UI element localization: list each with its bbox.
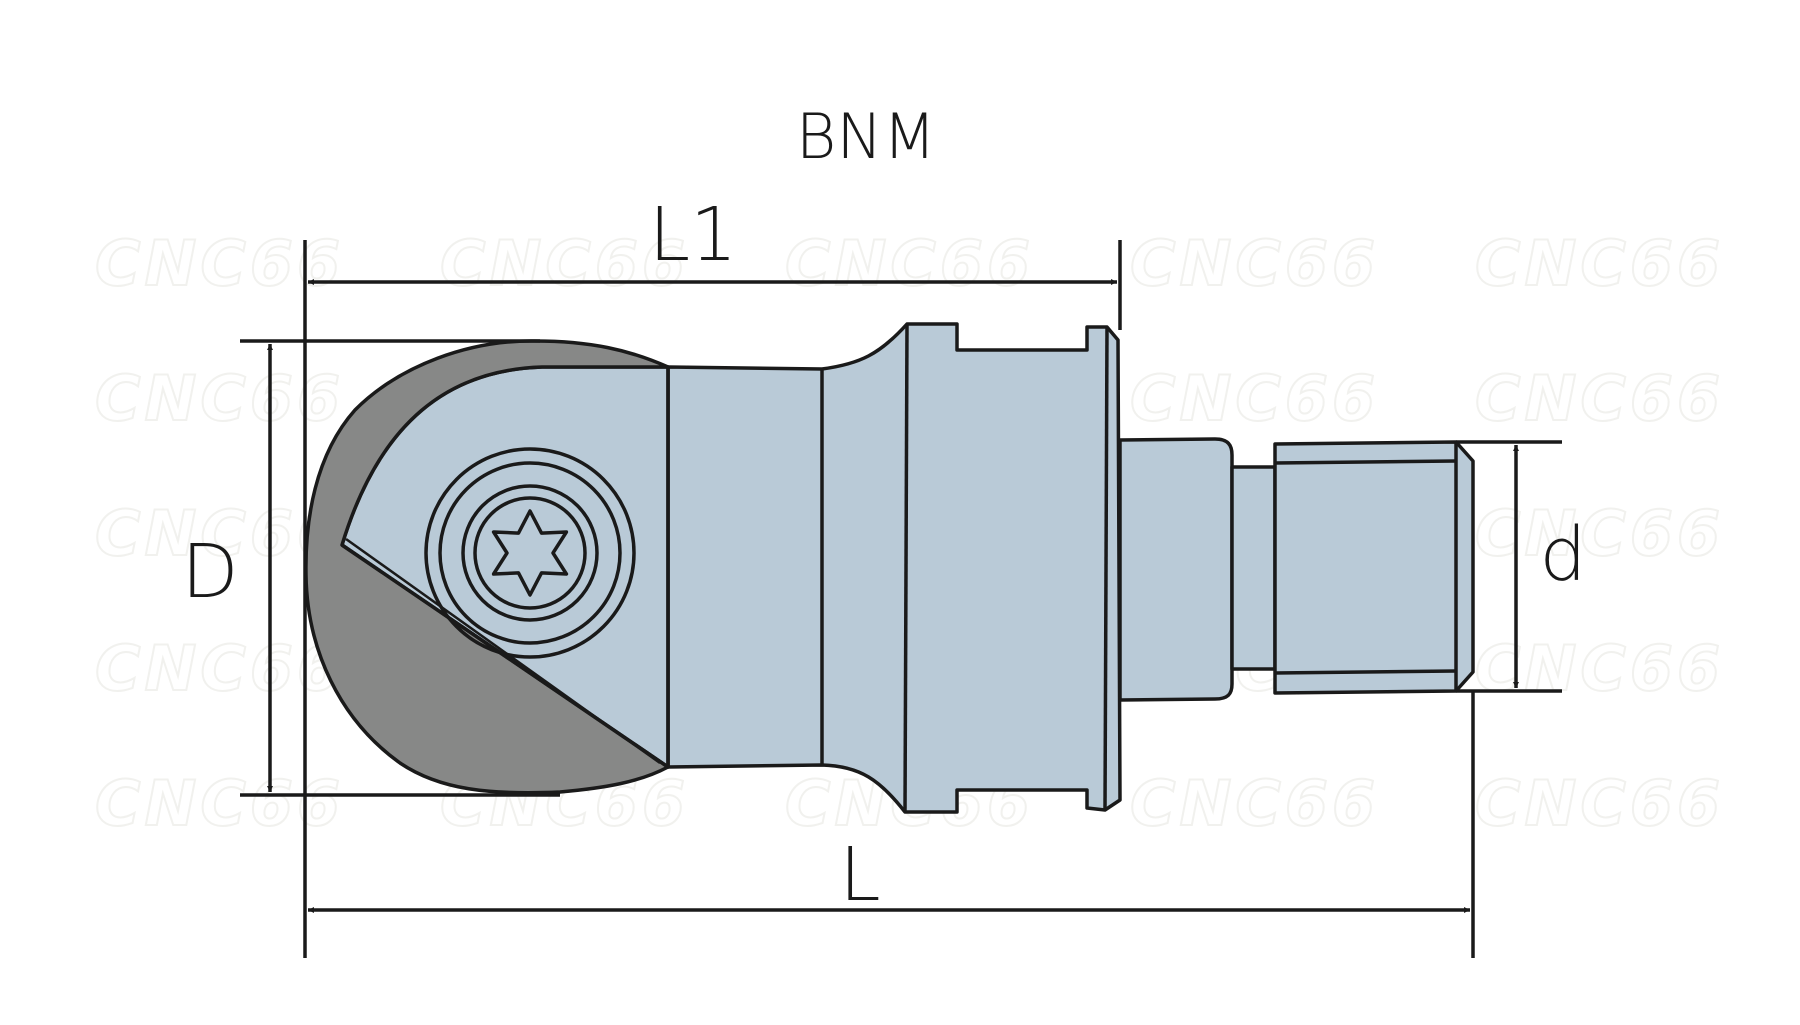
watermark: CNC66 [1475, 632, 1724, 705]
torx-screw-icon [424, 447, 636, 659]
shank-edge [1103, 326, 1109, 811]
watermark: CNC66 [1475, 497, 1724, 570]
watermark: CNC66 [95, 497, 344, 570]
watermark: CNC66 [1130, 767, 1379, 840]
watermark: CNC66 [1475, 767, 1724, 840]
watermark: CNC66 [1130, 227, 1379, 300]
watermark: CNC66 [1130, 362, 1379, 435]
thread-line [1274, 459, 1457, 465]
neck [1118, 437, 1234, 702]
dim-label-L1: L1 [649, 192, 737, 278]
dim-label-d: d [1540, 512, 1587, 598]
tool-body [304, 322, 1475, 814]
watermark: CNC66 [440, 227, 689, 300]
dimension-L1 [303, 240, 1122, 958]
torx-star [491, 509, 569, 597]
watermark: CNC66 [95, 227, 344, 300]
dim-label-D: D [182, 529, 239, 615]
watermark: CNC66 [785, 227, 1034, 300]
insert-edge [345, 537, 661, 765]
watermark: CNC66 [1475, 227, 1724, 300]
watermark: CNC66 [1475, 362, 1724, 435]
dimension-D [240, 339, 560, 797]
shank [666, 322, 1122, 814]
drawing-title: BNM [796, 100, 936, 173]
watermark: CNC66 [95, 767, 344, 840]
thread-line [1274, 669, 1457, 675]
groove [1230, 465, 1277, 671]
watermark: CNC66 [95, 632, 344, 705]
watermark: CNC66 [95, 362, 344, 435]
shank-edge [903, 323, 909, 813]
dim-label-L: L [839, 832, 880, 918]
dimension-L [308, 690, 1475, 958]
thread-end [1273, 440, 1475, 695]
ball-insert [304, 339, 670, 795]
dimension-d [1456, 440, 1562, 693]
